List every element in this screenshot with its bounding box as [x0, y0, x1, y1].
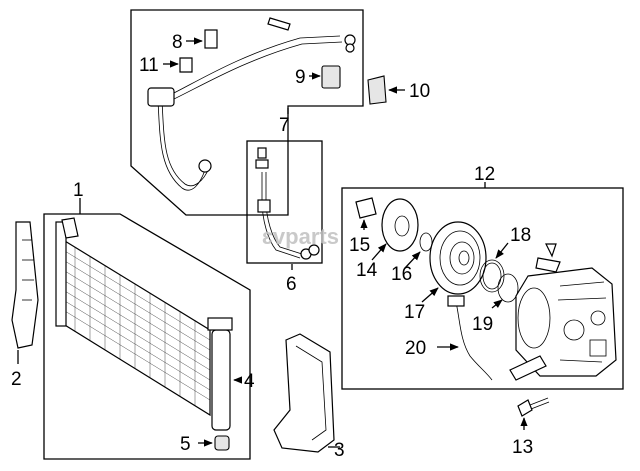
- mount-bolt-13: [517, 399, 533, 417]
- part-10-group: 10: [367, 75, 430, 105]
- receiver-drier-4: [211, 329, 231, 431]
- callout-16: 16: [391, 264, 412, 285]
- group-7-border: [130, 9, 364, 216]
- hose-assembly-group: 8 11 9 7: [130, 9, 364, 216]
- group-12-border: [341, 187, 624, 390]
- hose-block-fitting: [147, 87, 175, 107]
- oring-fitting: [198, 159, 212, 173]
- mount-bolt-13-group: 13: [512, 397, 550, 458]
- callout-5: 5: [180, 434, 191, 455]
- air-guide-3-group: 3: [273, 333, 345, 461]
- callout-20: 20: [405, 338, 426, 359]
- harness-20: [455, 301, 493, 381]
- callout-13: 13: [512, 437, 533, 458]
- condenser-left-tank: [55, 221, 67, 327]
- clutch-hub-14: [381, 198, 419, 252]
- air-guide-2-group: 2: [11, 221, 39, 390]
- callout-3: 3: [334, 440, 345, 461]
- callout-1: 1: [73, 180, 84, 201]
- callout-2: 2: [11, 369, 22, 390]
- snap-ring-16: [419, 232, 433, 252]
- valve-9-part: [321, 65, 341, 89]
- watermark-logo: ɛvparts: [262, 224, 339, 249]
- clutch-pulley-17: [429, 221, 487, 295]
- oring-19: [497, 273, 519, 303]
- callout-18: 18: [510, 225, 531, 246]
- relief-valve: [509, 355, 547, 381]
- compressor-group: 12 15 14 16 17 18 19: [341, 164, 624, 390]
- callout-12: 12: [474, 164, 495, 185]
- callout-6: 6: [286, 274, 297, 295]
- bolt-15: [355, 197, 377, 219]
- callout-11: 11: [139, 55, 159, 76]
- callout-8: 8: [172, 32, 183, 53]
- callout-17: 17: [404, 302, 425, 323]
- sensor-10-part: [367, 75, 387, 105]
- group-6-border: [246, 140, 323, 264]
- callout-15: 15: [349, 235, 370, 256]
- field-coil-ring-18: [479, 259, 505, 293]
- callout-7: 7: [279, 115, 290, 136]
- air-guide-right-3: [273, 333, 335, 453]
- compressor-body: [515, 267, 617, 377]
- drier-plug-5: [214, 435, 230, 451]
- condenser-group: 1 4 5: [43, 180, 255, 460]
- callout-9: 9: [295, 67, 306, 88]
- callout-19: 19: [472, 314, 493, 335]
- line-assembly-6-group: 6: [246, 140, 323, 295]
- condenser-fins: [59, 247, 211, 406]
- callout-10: 10: [409, 81, 430, 102]
- air-guide-left-2: [11, 221, 39, 349]
- bracket-8-part: [204, 29, 218, 49]
- clip-11-part: [179, 57, 193, 73]
- callout-14: 14: [356, 260, 378, 281]
- bolt-part: [267, 17, 291, 31]
- callout-4: 4: [244, 371, 255, 392]
- group-1-border: [43, 213, 251, 460]
- discharge-line-upper: [169, 35, 341, 96]
